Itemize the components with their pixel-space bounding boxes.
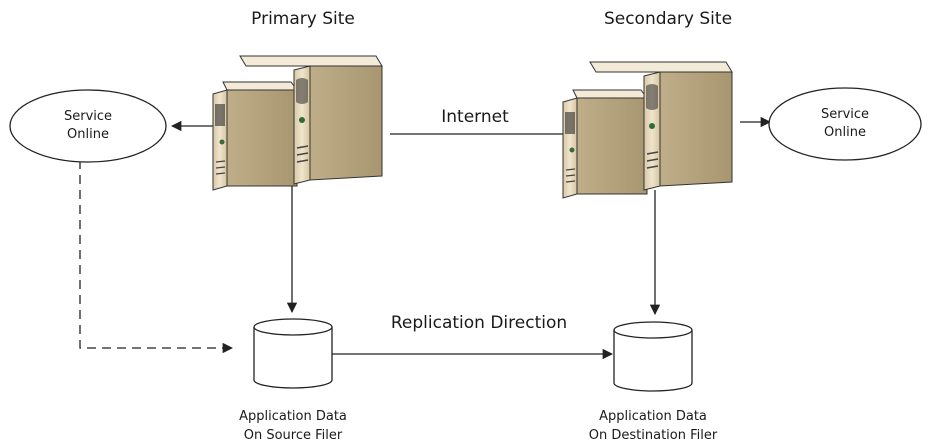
destination-storage-line1: Application Data xyxy=(599,409,707,424)
source-storage-line2: On Source Filer xyxy=(244,428,343,443)
service-secondary-line2: Online xyxy=(824,125,866,140)
service-online-secondary-ellipse xyxy=(768,87,922,161)
internet-label: Internet xyxy=(441,107,509,127)
secondary-server-back xyxy=(562,89,648,199)
replication-direction-label: Replication Direction xyxy=(391,313,567,333)
source-storage-line1: Application Data xyxy=(239,409,347,424)
service-primary-line2: Online xyxy=(67,127,109,142)
destination-storage-cylinder-icon xyxy=(613,321,693,392)
primary-site-title: Primary Site xyxy=(251,9,355,29)
primary-server-front xyxy=(239,55,383,185)
service-to-source-dashed-arrow xyxy=(79,160,234,354)
destination-storage-line2: On Destination Filer xyxy=(589,428,718,443)
service-online-primary-ellipse xyxy=(9,89,167,163)
service-secondary-line1: Service xyxy=(821,107,869,122)
secondary-server-front xyxy=(589,61,733,191)
primary-server-back xyxy=(212,81,298,191)
source-storage-cylinder-icon xyxy=(253,318,333,389)
service-primary-line1: Service xyxy=(64,109,112,124)
secondary-site-title: Secondary Site xyxy=(604,9,732,29)
